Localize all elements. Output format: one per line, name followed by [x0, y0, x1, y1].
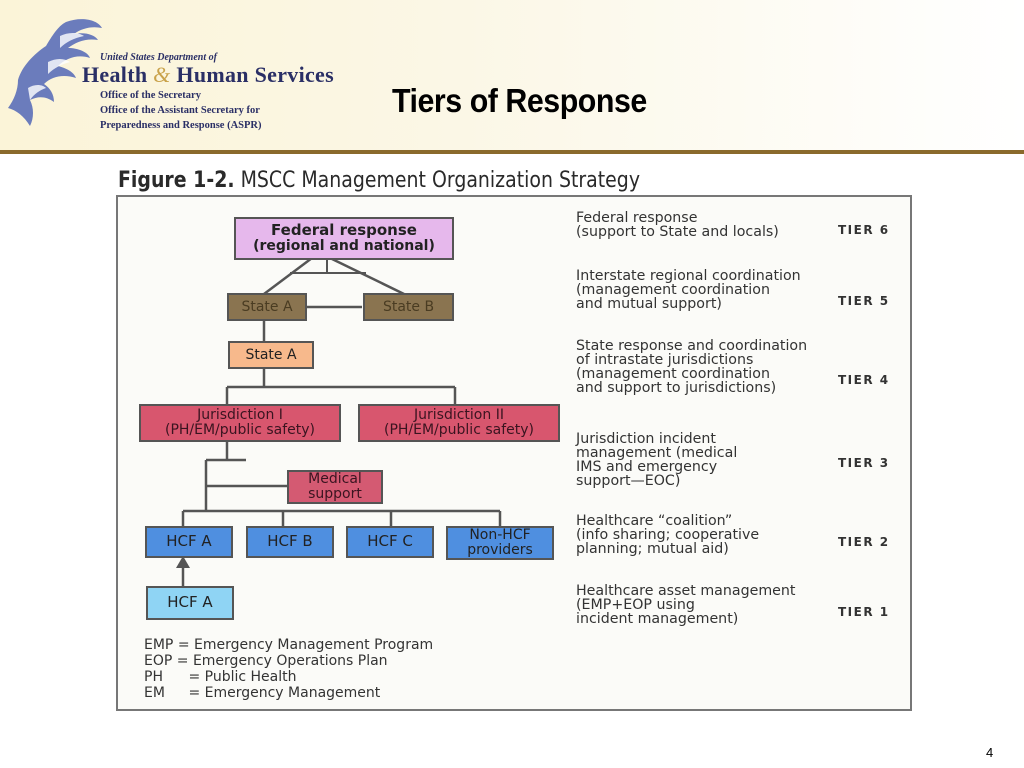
federal-response-title: Federal response: [271, 221, 417, 240]
jurisdiction-2-sub: (PH/EM/public safety): [383, 422, 534, 438]
jurisdiction-1-sub: (PH/EM/public safety): [164, 422, 315, 438]
hcf-b-box: HCF B: [246, 526, 334, 558]
dept-name: Health & Human Services: [82, 62, 334, 88]
hhs-eagle-logo: [8, 19, 102, 126]
legend-abbr: EOP: [144, 653, 173, 669]
tier-4-line: and support to jurisdictions): [576, 380, 777, 396]
state-a-label: State A: [245, 346, 297, 363]
non-hcf-box: Non-HCF providers: [446, 526, 554, 560]
tier-2-line: planning; mutual aid): [576, 541, 729, 557]
tier-3-line: support—EOC): [576, 473, 681, 489]
legend-text: = Public Health: [188, 669, 297, 685]
tier-3-line: IMS and emergency: [576, 459, 718, 475]
state-b-top-label: State B: [382, 298, 435, 315]
legend-text: = Emergency Operations Plan: [176, 653, 388, 669]
legend-abbr: EM: [144, 685, 165, 701]
state-a-top-label: State A: [241, 298, 293, 315]
slide-title: Tiers of Response: [392, 82, 647, 119]
header-divider: [0, 150, 1024, 154]
jurisdiction-1-title: Jurisdiction I: [197, 407, 283, 424]
tier-5-line: and mutual support): [576, 296, 722, 312]
state-b-top-box: State B: [363, 293, 454, 321]
legend-row: EOP = Emergency Operations Plan: [144, 653, 388, 669]
legend-row: PH = Public Health: [144, 669, 297, 685]
tier-4-line: of intrastate jurisdictions: [576, 352, 754, 368]
office-line-2: Office of the Assistant Secretary for: [100, 105, 260, 116]
tier-6-line: Federal response: [576, 210, 698, 226]
figure-caption: Figure 1-2. MSCC Management Organization…: [118, 168, 640, 193]
medical-support-box: Medical support: [287, 470, 383, 504]
tier-3-line: management (medical: [576, 445, 738, 461]
office-line-3: Preparedness and Response (ASPR): [100, 120, 262, 131]
federal-response-box: Federal response (regional and national): [234, 217, 454, 260]
tier-1-desc: Healthcare asset management (EMP+EOP usi…: [576, 583, 796, 627]
dept-health: Health: [82, 62, 148, 87]
tier-2-label: TIER 2: [838, 535, 890, 549]
tier-1-line: incident management): [576, 611, 739, 627]
non-hcf-sub: providers: [467, 542, 533, 558]
tier-1-line: (EMP+EOP using: [576, 597, 695, 613]
non-hcf-title: Non-HCF: [469, 527, 531, 544]
legend-text: = Emergency Management Program: [177, 637, 434, 653]
tier-6-label: TIER 6: [838, 223, 890, 237]
state-a-box: State A: [228, 341, 314, 369]
tier-4-label: TIER 4: [838, 373, 890, 387]
jurisdiction-2-title: Jurisdiction II: [414, 407, 504, 424]
state-a-top-box: State A: [227, 293, 307, 321]
jurisdiction-2-box: Jurisdiction II (PH/EM/public safety): [358, 404, 560, 442]
tier-5-desc: Interstate regional coordination (manage…: [576, 268, 801, 312]
tier-2-desc: Healthcare “coalition” (info sharing; co…: [576, 513, 760, 557]
federal-response-sub: (regional and national): [253, 238, 435, 255]
tier-3-line: Jurisdiction incident: [576, 431, 716, 447]
tier-4-desc: State response and coordination of intra…: [576, 338, 808, 396]
tier-5-line: (management coordination: [576, 282, 770, 298]
legend-abbr: EMP: [144, 637, 174, 653]
tier-6-line: (support to State and locals): [576, 224, 779, 240]
slide-header: United States Department of Health & Hum…: [0, 0, 1024, 150]
figure-frame: [116, 195, 912, 711]
tier-1-label: TIER 1: [838, 605, 890, 619]
tier-3-desc: Jurisdiction incident management (medica…: [576, 431, 738, 489]
jurisdiction-1-box: Jurisdiction I (PH/EM/public safety): [139, 404, 341, 442]
hcf-a-bottom-label: HCF A: [167, 593, 213, 612]
tier-5-label: TIER 5: [838, 294, 890, 308]
connector: [290, 272, 366, 274]
dept-amp: &: [153, 62, 171, 87]
hcf-c-label: HCF C: [367, 532, 413, 551]
medical-support-title: Medical: [308, 471, 362, 488]
tier-3-label: TIER 3: [838, 456, 890, 470]
tier-4-line: State response and coordination: [576, 338, 808, 354]
dept-line-1: United States Department of: [100, 52, 217, 63]
legend-row: EM = Emergency Management: [144, 685, 380, 701]
hcf-b-label: HCF B: [267, 532, 313, 551]
page-number: 4: [986, 745, 994, 760]
tier-6-desc: Federal response (support to State and l…: [576, 210, 779, 240]
tier-5-line: Interstate regional coordination: [576, 268, 801, 284]
hcf-a-box: HCF A: [145, 526, 233, 558]
figure-label: Figure 1-2.: [118, 168, 235, 193]
tier-1-line: Healthcare asset management: [576, 583, 796, 599]
hcf-a-bottom-box: HCF A: [146, 586, 234, 620]
hcf-c-box: HCF C: [346, 526, 434, 558]
legend-row: EMP = Emergency Management Program: [144, 637, 433, 653]
legend-text: = Emergency Management: [188, 685, 381, 701]
dept-human: Human Services: [176, 62, 334, 87]
tier-2-line: Healthcare “coalition”: [576, 513, 733, 529]
connector: [326, 258, 328, 272]
office-line-1: Office of the Secretary: [100, 90, 201, 101]
legend-abbr: PH: [144, 669, 163, 685]
medical-support-sub: support: [308, 486, 362, 502]
hcf-a-label: HCF A: [166, 532, 212, 551]
tier-2-line: (info sharing; cooperative: [576, 527, 760, 543]
tier-4-line: (management coordination: [576, 366, 770, 382]
figure-title: MSCC Management Organization Strategy: [240, 168, 641, 193]
